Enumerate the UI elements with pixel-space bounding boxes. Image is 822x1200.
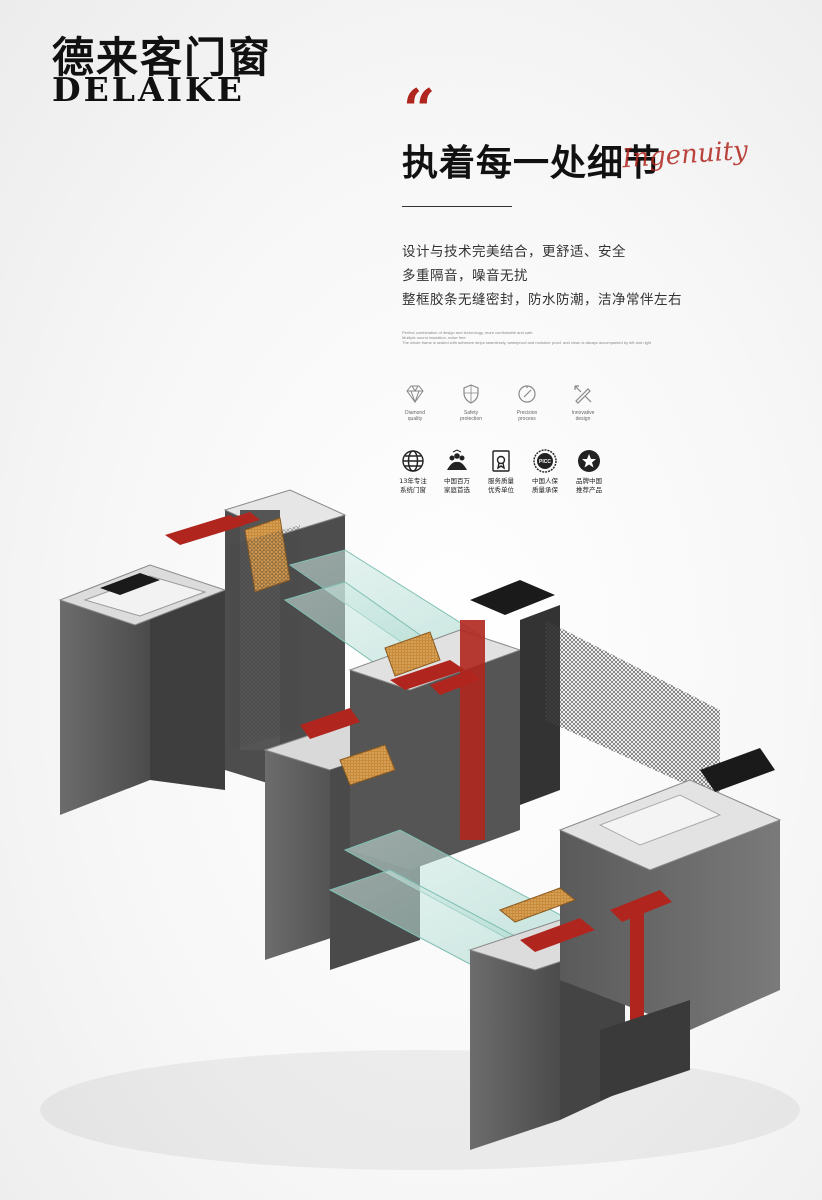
quality-item-diamond: Diamond quality <box>396 382 434 422</box>
headline: 执着每一处细节 <box>402 143 662 184</box>
globe-icon <box>402 450 424 472</box>
divider <box>402 206 512 207</box>
middle-sash-profile <box>263 580 720 970</box>
english-line: The whole frame is sealed with adhesive … <box>402 340 652 345</box>
quality-item-precision: Precision process <box>508 382 546 422</box>
design-tools-icon <box>574 385 592 404</box>
brand-name-cn: 德来客门窗 <box>52 33 273 82</box>
left-frame-profile <box>58 489 347 815</box>
badge-label: 服务质量 优秀单位 <box>488 477 514 494</box>
badge-service-quality: 服务质量 优秀单位 <box>481 448 521 495</box>
badge-label: 品牌中国 推荐产品 <box>576 477 602 494</box>
badge-13-years: 13年专注 系统门窗 <box>393 448 433 495</box>
badge-label: 中国百万 家庭首选 <box>444 477 470 494</box>
feature-item: 设计与技术完美结合，更舒适、安全 <box>402 244 626 260</box>
english-line: Multiple sound insulation, noise free <box>402 335 466 340</box>
quality-item-design: Innovative design <box>564 382 602 422</box>
quality-label: Precision process <box>516 410 538 422</box>
english-line: Perfect combination of design and techno… <box>402 330 533 335</box>
window-profile-illustration <box>40 489 800 1170</box>
brand-name-en: DELAIKE <box>52 70 245 109</box>
picc-seal-text: PICC <box>539 459 551 465</box>
precision-icon <box>518 385 536 403</box>
badge-row: 13年专注 系统门窗 中国百万 家庭首选 服务质量 优秀单位 PICC 中国人保… <box>393 448 609 495</box>
diamond-icon <box>406 385 424 404</box>
badge-label: 中国人保 质量承保 <box>532 477 558 494</box>
picc-seal-icon: PICC <box>533 449 557 473</box>
quality-icons: Diamond quality Safety protection Precis… <box>396 382 602 422</box>
quality-item-safety: Safety protection <box>452 382 490 422</box>
badge-label: 13年专注 系统门窗 <box>399 477 427 494</box>
badge-million-families: 中国百万 家庭首选 <box>437 448 477 495</box>
feature-item: 多重隔音，噪音无扰 <box>402 268 528 284</box>
quality-label: Diamond quality <box>404 410 425 422</box>
certificate-icon <box>492 450 510 472</box>
badge-brand-china: 品牌中国 推荐产品 <box>569 448 609 495</box>
right-frame-profile <box>468 748 782 1150</box>
quality-label: Innovative design <box>571 410 595 422</box>
feature-item: 整框胶条无缝密封，防水防潮，洁净常伴左右 <box>402 292 682 308</box>
quality-label: Safety protection <box>460 410 482 422</box>
english-description: Perfect combination of design and techno… <box>402 330 702 345</box>
quote-mark: “ <box>403 77 436 143</box>
shield-icon <box>463 384 479 404</box>
star-icon <box>578 450 600 472</box>
family-icon <box>447 449 467 470</box>
badge-picc: PICC 中国人保 质量承保 <box>525 448 565 495</box>
feature-list: 设计与技术完美结合，更舒适、安全 多重隔音，噪音无扰 整框胶条无缝密封，防水防潮… <box>402 240 682 312</box>
